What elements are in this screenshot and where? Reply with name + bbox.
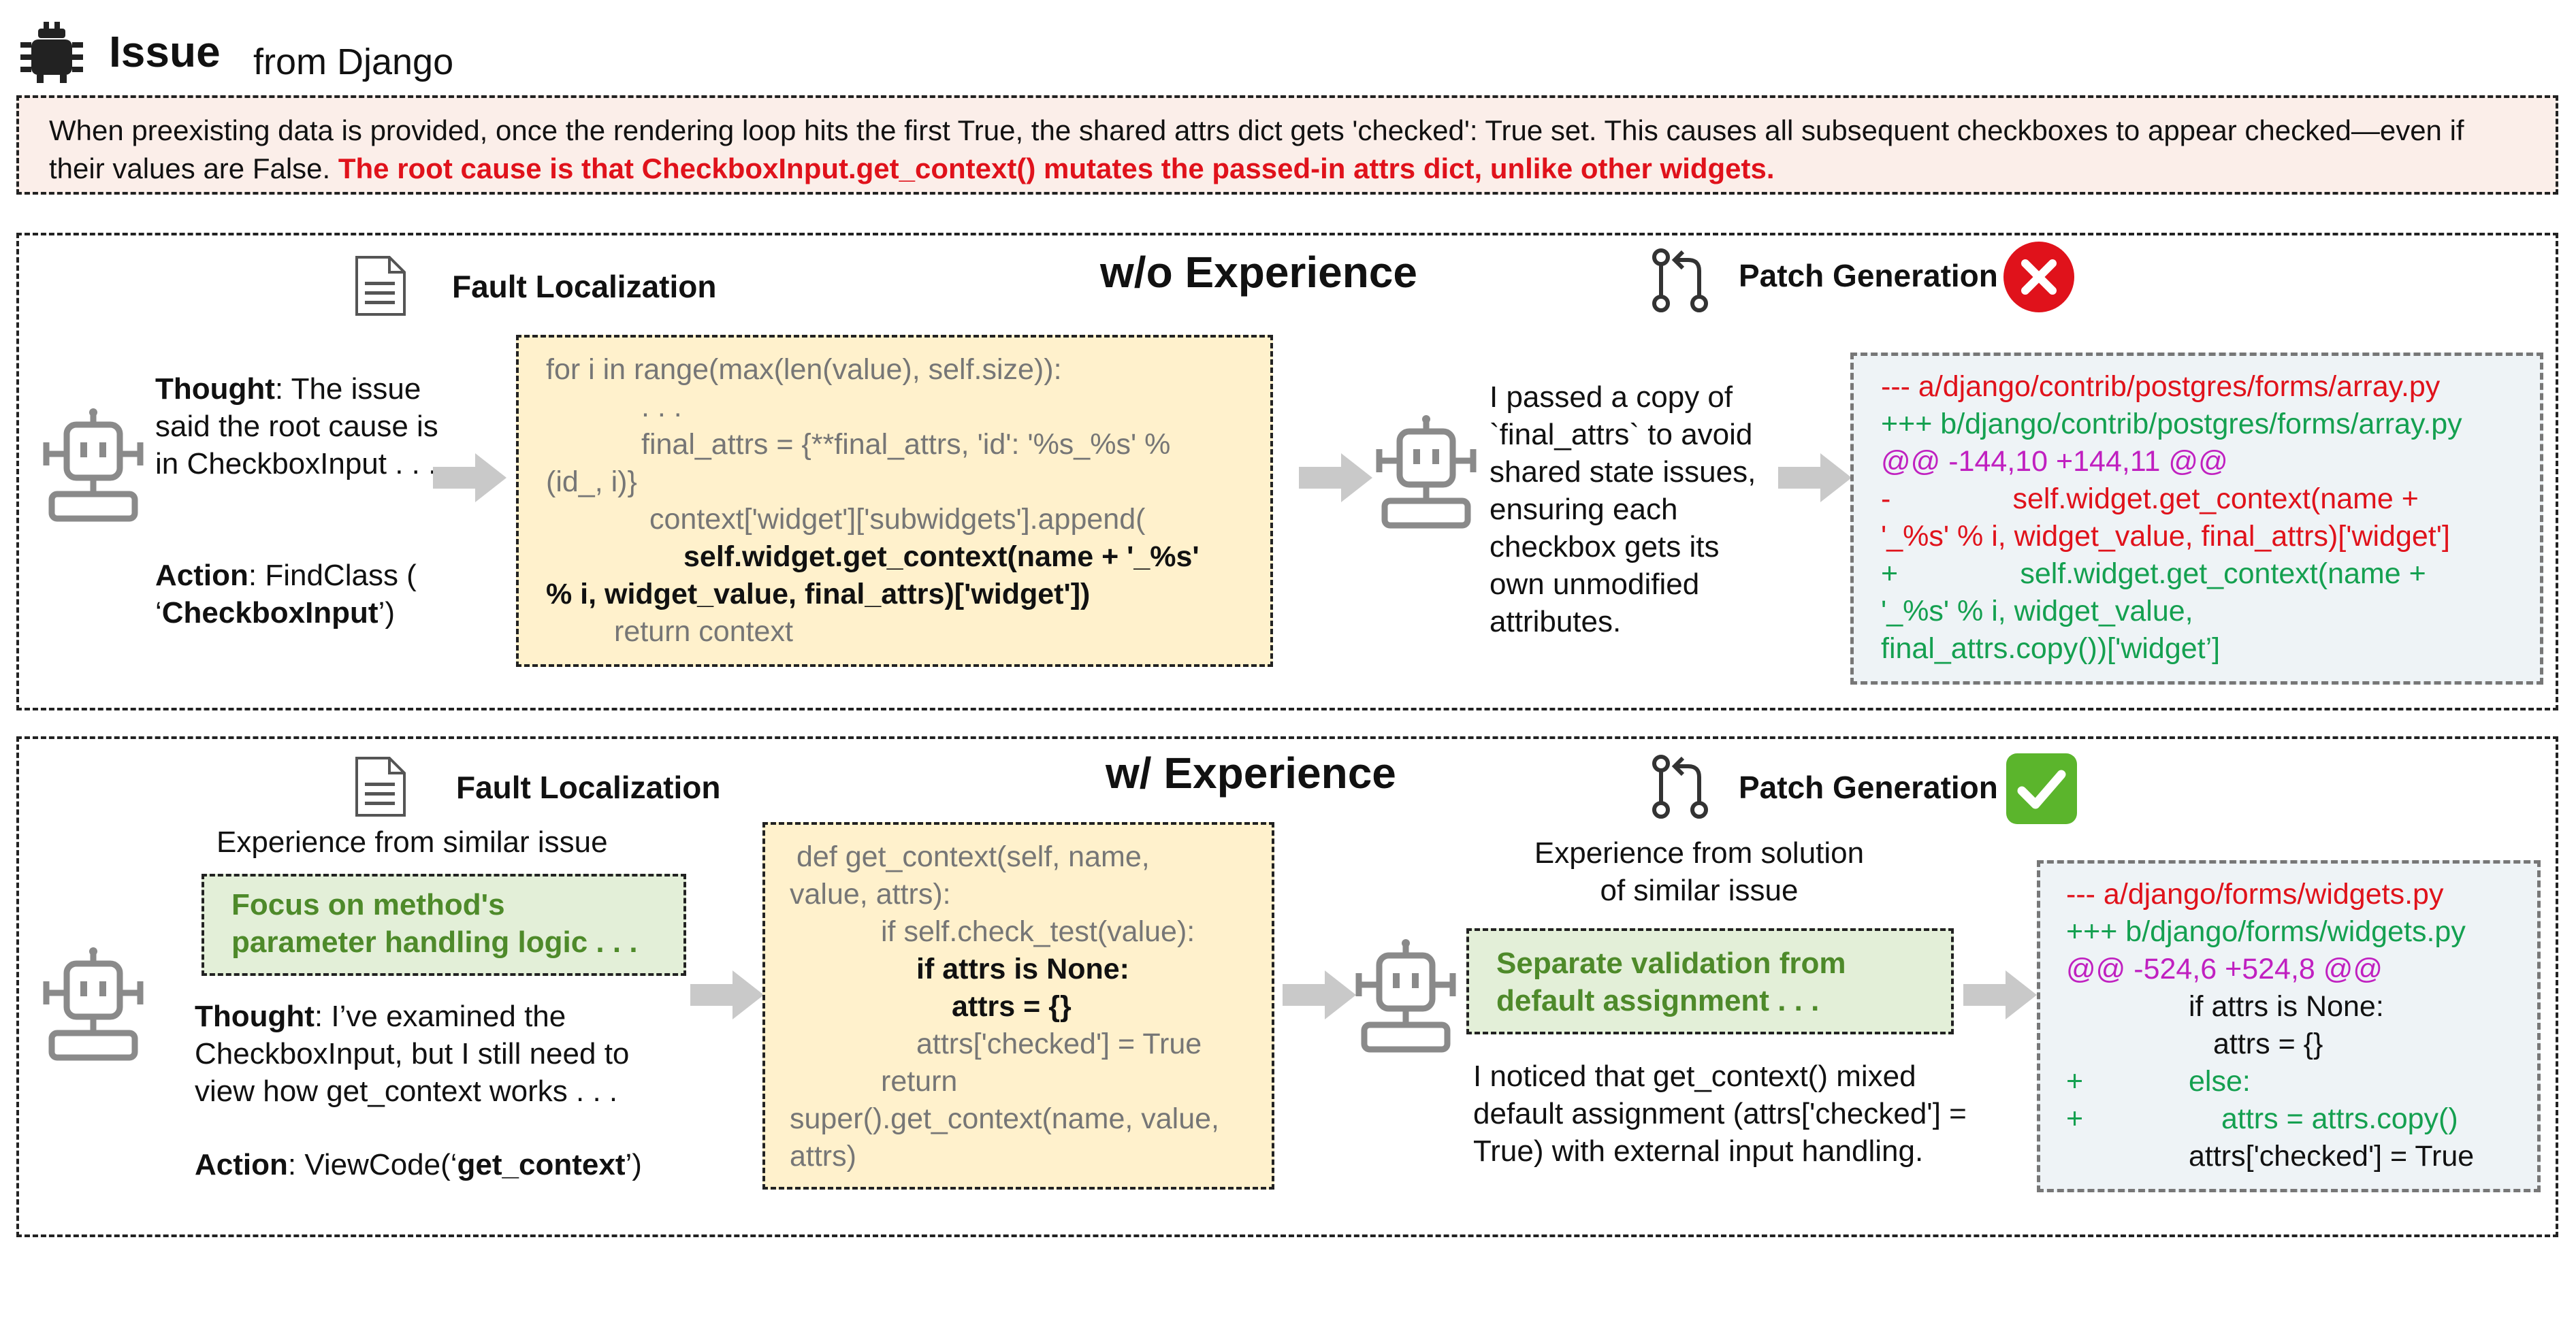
code-snippet-box: def get_context(self, name, value, attrs…	[762, 822, 1274, 1190]
code-line: value, attrs):	[790, 878, 951, 911]
diff-line: @@ -524,6 +524,8 @@	[2066, 953, 2383, 985]
issue-root-cause: The root cause is that CheckboxInput.get…	[338, 152, 1775, 184]
document-icon	[355, 757, 406, 817]
experience-hint-box: Focus on method's parameter handling log…	[202, 874, 686, 976]
code-line-highlight: attrs = {}	[952, 990, 1072, 1023]
diff-line: + self.widget.get_context(name +	[1881, 557, 2426, 590]
code-line: attrs)	[790, 1140, 856, 1173]
diff-line: +++ b/django/forms/widgets.py	[2066, 915, 2466, 948]
code-line: context['widget']['subwidgets'].append(	[649, 503, 1146, 536]
thought-label: Thought	[155, 372, 275, 406]
diff-line: attrs = {}	[2213, 1028, 2323, 1060]
action-block: Action: FindClass ( ‘CheckboxInput’)	[155, 557, 441, 632]
agent-robot-icon	[1376, 415, 1477, 529]
flow-arrow	[1299, 453, 1372, 502]
code-line: . . .	[641, 391, 682, 423]
code-line: final_attrs = {**final_attrs, 'id': '%s_…	[641, 428, 1171, 461]
thought-text: : The issue said the root cause is in Ch…	[155, 372, 438, 480]
action-text: : ViewCode(‘	[287, 1148, 457, 1181]
diff-line: + else:	[2066, 1063, 2511, 1100]
patch-generation-label: Patch Generation	[1739, 770, 1998, 805]
flow-arrow	[1778, 453, 1852, 502]
diff-line-text: else:	[2189, 1065, 2251, 1098]
patch-diff-box: --- a/django/contrib/postgres/forms/arra…	[1850, 353, 2543, 685]
diff-line: --- a/django/forms/widgets.py	[2066, 878, 2444, 911]
diff-line: '_%s' % i, widget_value,	[1881, 595, 2193, 627]
experience-caption-line: of similar issue	[1600, 874, 1799, 907]
experience-caption: Experience from similar issue	[216, 825, 608, 859]
code-line: return context	[614, 615, 793, 648]
thought-block: Thought: I’ve examined the CheckboxInput…	[195, 998, 685, 1110]
experience-caption-line: Experience from solution	[1534, 836, 1865, 870]
issue-source: from Django	[253, 42, 454, 82]
panel-with-experience	[16, 736, 2558, 1237]
fault-localization-label: Fault Localization	[452, 269, 717, 304]
action-argument: get_context	[457, 1148, 626, 1181]
action-label: Action	[195, 1148, 288, 1181]
diff-line: --- a/django/contrib/postgres/forms/arra…	[1881, 370, 2441, 403]
experience-hint-box: Separate validation from default assignm…	[1466, 928, 1954, 1034]
diff-line: '_%s' % i, widget_value, final_attrs)['w…	[1881, 520, 2450, 553]
agent-robot-icon	[43, 408, 144, 522]
action-text-end: ’)	[378, 596, 396, 629]
diff-line: attrs['checked'] = True	[2189, 1140, 2475, 1173]
code-line: return	[881, 1065, 958, 1098]
code-line: def get_context(self, name,	[796, 840, 1150, 873]
action-text: : FindClass ( ‘	[155, 559, 417, 629]
diff-line: +++ b/django/contrib/postgres/forms/arra…	[1881, 408, 2462, 440]
code-line-highlight: self.widget.get_context(name + '_%s'	[683, 540, 1200, 573]
document-icon	[355, 256, 406, 316]
diff-line: - self.widget.get_context(name +	[1881, 482, 2419, 515]
diff-line-text: attrs = attrs.copy()	[2221, 1102, 2458, 1135]
experience-caption: Experience from solution of similar issu…	[1488, 834, 1910, 909]
action-block: Action: ViewCode(‘get_context’)	[195, 1146, 685, 1183]
action-label: Action	[155, 559, 248, 592]
diff-line: if attrs is None:	[2189, 990, 2384, 1023]
code-line: for i in range(max(len(value), self.size…	[546, 353, 1062, 386]
flow-arrow	[1963, 970, 2037, 1019]
agent-robot-icon	[1355, 939, 1456, 1053]
code-line: if self.check_test(value):	[881, 915, 1195, 948]
git-branch-icon	[1652, 248, 1708, 312]
panel-without-experience	[16, 233, 2558, 710]
agent-robot-icon	[43, 947, 144, 1061]
diff-marker: +	[2066, 1102, 2084, 1135]
thought-text: : I’ve examined the CheckboxInput, but I…	[195, 1000, 630, 1108]
code-line-highlight: if attrs is None:	[916, 953, 1129, 985]
issue-title: Issue	[109, 27, 221, 76]
patch-generation-label: Patch Generation	[1739, 258, 1998, 293]
flow-arrow	[690, 970, 764, 1019]
issue-description-box: When preexisting data is provided, once …	[16, 95, 2558, 195]
issue-text: When preexisting data is provided, once …	[49, 114, 2464, 184]
flow-arrow	[433, 453, 506, 502]
panel-title: w/o Experience	[1100, 248, 1417, 297]
code-line: (id_, i)}	[546, 465, 637, 498]
bug-icon	[20, 22, 83, 83]
diff-line: @@ -144,10 +144,11 @@	[1881, 445, 2228, 478]
code-snippet-box: for i in range(max(len(value), self.size…	[516, 335, 1273, 667]
thought-label: Thought	[195, 1000, 315, 1033]
failure-x-icon	[2003, 242, 2074, 312]
action-argument: CheckboxInput	[161, 596, 379, 629]
patch-reasoning: I noticed that get_context() mixed defau…	[1473, 1060, 1967, 1168]
diff-marker: +	[2066, 1065, 2084, 1098]
patch-reasoning: I passed a copy of `final_attrs` to avoi…	[1490, 380, 1756, 638]
panel-title: w/ Experience	[1106, 749, 1396, 798]
diff-line: final_attrs.copy())['widget’]	[1881, 632, 2221, 665]
code-line-highlight: % i, widget_value, final_attrs)['widget'…	[546, 578, 1091, 610]
fault-localization-label: Fault Localization	[456, 770, 721, 805]
patch-diff-box: --- a/django/forms/widgets.py +++ b/djan…	[2037, 860, 2541, 1192]
code-line: super().get_context(name, value,	[790, 1102, 1219, 1135]
code-line: attrs['checked'] = True	[916, 1028, 1202, 1060]
flow-arrow	[1283, 970, 1356, 1019]
git-branch-icon	[1652, 755, 1708, 819]
thought-block: Thought: The issue said the root cause i…	[155, 370, 441, 482]
diff-line: + attrs = attrs.copy()	[2066, 1100, 2511, 1138]
action-text-end: ’)	[625, 1148, 642, 1181]
success-check-icon	[2006, 753, 2077, 824]
